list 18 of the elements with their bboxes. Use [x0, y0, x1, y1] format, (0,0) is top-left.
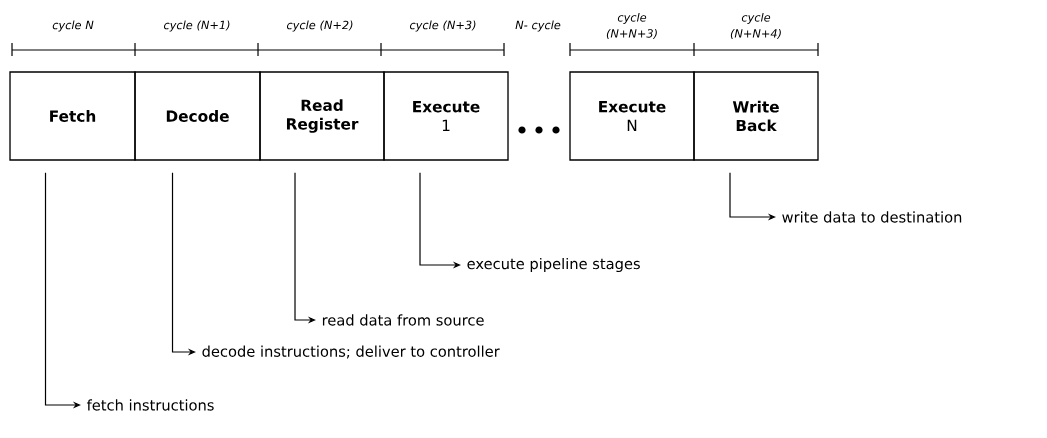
cycle-label: cycle (N+3): [410, 20, 476, 32]
stage-box: Execute N: [569, 71, 695, 161]
stage-box: Execute 1: [383, 71, 509, 161]
stage-box: Decode: [134, 71, 261, 161]
cycle-label: cycle (N+N+4): [730, 12, 781, 40]
description-text: read data from source: [322, 314, 484, 326]
description-text: write data to destination: [782, 211, 962, 223]
description-text: decode instructions; deliver to controller: [202, 345, 500, 359]
stage-box: Fetch: [9, 71, 136, 161]
description-text: execute pipeline stages: [467, 257, 640, 273]
stage-box: Read Register: [259, 71, 385, 161]
stage-box: Write Back: [693, 71, 819, 161]
description-text: fetch instructions: [86, 399, 214, 411]
cycle-label: cycle N: [52, 20, 94, 32]
cycle-label: N- cycle: [515, 20, 561, 32]
cycle-label: cycle (N+1): [164, 20, 230, 32]
cycle-label: cycle (N+2): [287, 20, 353, 32]
cycle-label: cycle (N+N+3): [606, 12, 657, 40]
